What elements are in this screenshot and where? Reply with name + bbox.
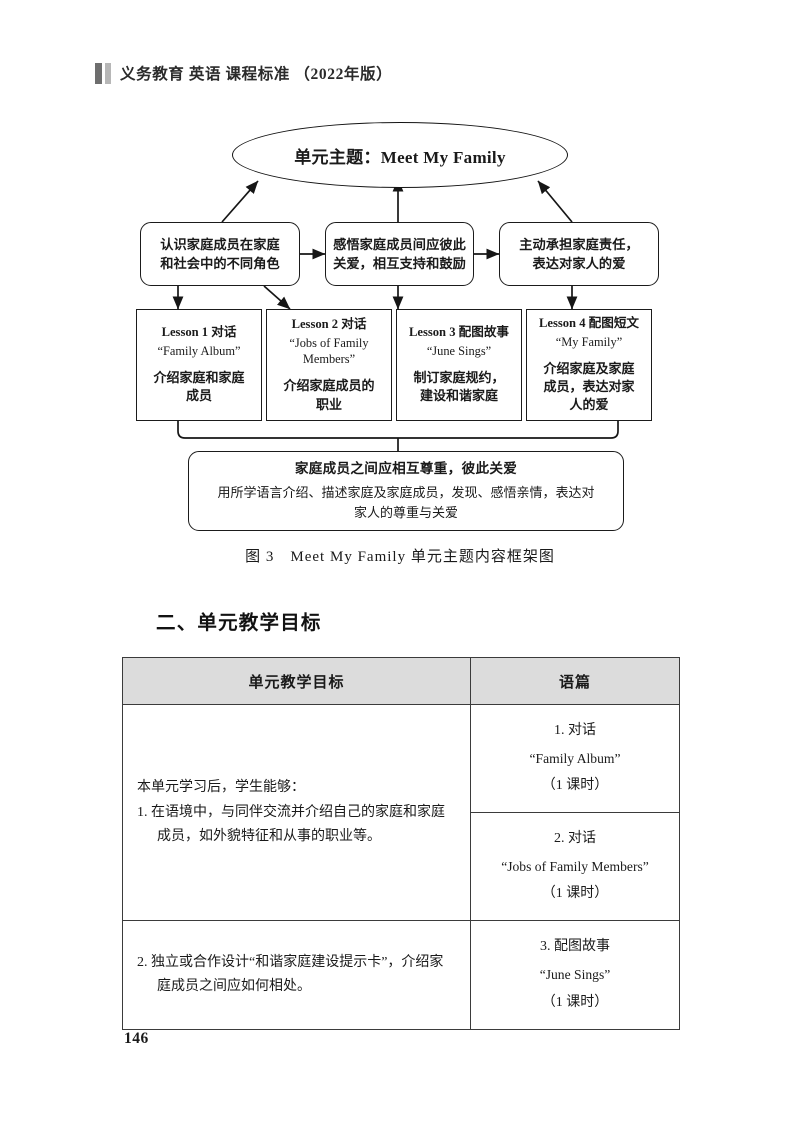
table-row: 本单元学习后，学生能够： 1. 在语境中，与同伴交流并介绍自己的家庭和家庭成员，…: [122, 703, 680, 922]
lesson-box-4: Lesson 4 配图短文 “My Family” 介绍家庭及家庭 成员，表达对…: [526, 309, 652, 421]
lesson-box-3-chinese: 制订家庭规约， 建设和谐家庭: [413, 369, 505, 404]
lesson-box-1-title: Lesson 1 对话: [161, 325, 237, 340]
text-cell-3: 3. 配图故事 “June Sings” （1 课时）: [470, 920, 680, 1030]
text-3-title: “June Sings”: [539, 967, 611, 983]
lesson-box-4-english: “My Family”: [555, 334, 623, 349]
text-3-periods: （1 课时）: [541, 994, 609, 1010]
goal-item-1: 1. 在语境中，与同伴交流并介绍自己的家庭和家庭成员，如外貌特征和从事的职业等。: [137, 805, 445, 845]
text-1-periods: （1 课时）: [541, 778, 609, 794]
unit-objectives-table: 单元教学目标 语篇 本单元学习后，学生能够： 1. 在语境中，与同伴交流并介绍自…: [122, 657, 680, 1030]
concept-box-2-label: 感悟家庭成员间应彼此 关爱，相互支持和鼓励: [333, 236, 466, 271]
table-row: 2. 独立或合作设计“和谐家庭建设提示卡”，介绍家庭成员之间应如何相处。 3. …: [122, 920, 680, 1030]
summary-box-body: 用所学语言介绍、描述家庭及家庭成员，发现、感悟亲情，表达对家人的尊重与关爱: [217, 485, 595, 520]
lesson-box-2-chinese: 介绍家庭成员的 职业: [283, 378, 375, 412]
section-heading: 二、单元教学目标: [156, 612, 322, 634]
table-row: 2. 对话 “Jobs of Family Members” （1 课时）: [123, 812, 680, 922]
text-3-number: 3. 配图故事: [540, 939, 610, 955]
lesson-box-1-english: “Family Album”: [157, 343, 241, 358]
concept-box-1-label: 认识家庭成员在家庭 和社会中的不同角色: [160, 236, 280, 271]
goals-lead-text: 本单元学习后，学生能够：: [137, 780, 305, 796]
table-header-row: 单元教学目标 语篇: [122, 657, 680, 705]
diagram-connectors: [172, 178, 619, 451]
text-cell-2: 2. 对话 “Jobs of Family Members” （1 课时）: [470, 812, 680, 922]
concept-box-3: 主动承担家庭责任， 表达对家人的爱: [499, 222, 659, 286]
lesson-box-1-chinese: 介绍家庭和家庭 成员: [153, 369, 245, 404]
figure-caption: 图 3 Meet My Family 单元主题内容框架图: [245, 549, 555, 565]
unit-topic-label: 单元主题：Meet My Family: [294, 147, 506, 167]
text-2-periods: （1 课时）: [541, 886, 609, 902]
lesson-box-3-title: Lesson 3 配图故事: [408, 325, 510, 340]
lesson-box-1: Lesson 1 对话 “Family Album” 介绍家庭和家庭 成员: [136, 309, 262, 421]
lesson-box-3-english: “June Sings”: [426, 343, 492, 358]
text-2-number: 2. 对话: [554, 831, 596, 847]
unit-topic-ellipse: 单元主题：Meet My Family: [232, 122, 568, 188]
summary-box: 家庭成员之间应相互尊重，彼此关爱 用所学语言介绍、描述家庭及家庭成员，发现、感悟…: [188, 451, 624, 531]
summary-box-title: 家庭成员之间应相互尊重，彼此关爱: [294, 460, 518, 476]
text-2-title: “Jobs of Family Members”: [501, 859, 649, 875]
lesson-box-3: Lesson 3 配图故事 “June Sings” 制订家庭规约， 建设和谐家…: [396, 309, 522, 421]
lesson-box-2-english: “Jobs of Family Members”: [289, 335, 369, 367]
table-header-goals: 单元教学目标: [122, 657, 471, 705]
header-title: 义务教育 英语 课程标准 （2022年版）: [120, 66, 393, 83]
lesson-box-4-title: Lesson 4 配图短文: [538, 316, 640, 331]
header-bars-icon: [95, 62, 111, 84]
lesson-box-2-title: Lesson 2 对话: [291, 317, 367, 331]
figure-diagram: 单元主题：Meet My Family 认识家庭成员在家庭 和社会中的不同角色 …: [0, 118, 800, 543]
text-1-number: 1. 对话: [554, 723, 596, 738]
table-header-texts: 语篇: [470, 657, 680, 705]
goal-item-2: 2. 独立或合作设计“和谐家庭建设提示卡”，介绍家庭成员之间应如何相处。: [137, 954, 444, 994]
header-bar-dark-icon: [95, 62, 102, 84]
concept-box-3-label: 主动承担家庭责任， 表达对家人的爱: [519, 236, 639, 271]
running-header: 义务教育 英语 课程标准 （2022年版）: [95, 62, 392, 84]
goals-cell-1: 本单元学习后，学生能够： 1. 在语境中，与同伴交流并介绍自己的家庭和家庭成员，…: [122, 703, 471, 922]
goals-cell-2: 2. 独立或合作设计“和谐家庭建设提示卡”，介绍家庭成员之间应如何相处。: [122, 920, 471, 1030]
page-number: 146: [124, 1030, 149, 1047]
concept-box-1: 认识家庭成员在家庭 和社会中的不同角色: [140, 222, 300, 286]
concept-box-2: 感悟家庭成员间应彼此 关爱，相互支持和鼓励: [325, 222, 474, 286]
lesson-box-2: Lesson 2 对话 “Jobs of Family Members” 介绍家…: [266, 309, 392, 421]
header-bar-light-icon: [105, 62, 111, 84]
text-1-title: “Family Album”: [529, 751, 621, 766]
lesson-box-4-chinese: 介绍家庭及家庭 成员，表达对家 人的爱: [543, 360, 635, 413]
text-cell-1: 1. 对话 “Family Album” （1 课时）: [470, 703, 680, 814]
